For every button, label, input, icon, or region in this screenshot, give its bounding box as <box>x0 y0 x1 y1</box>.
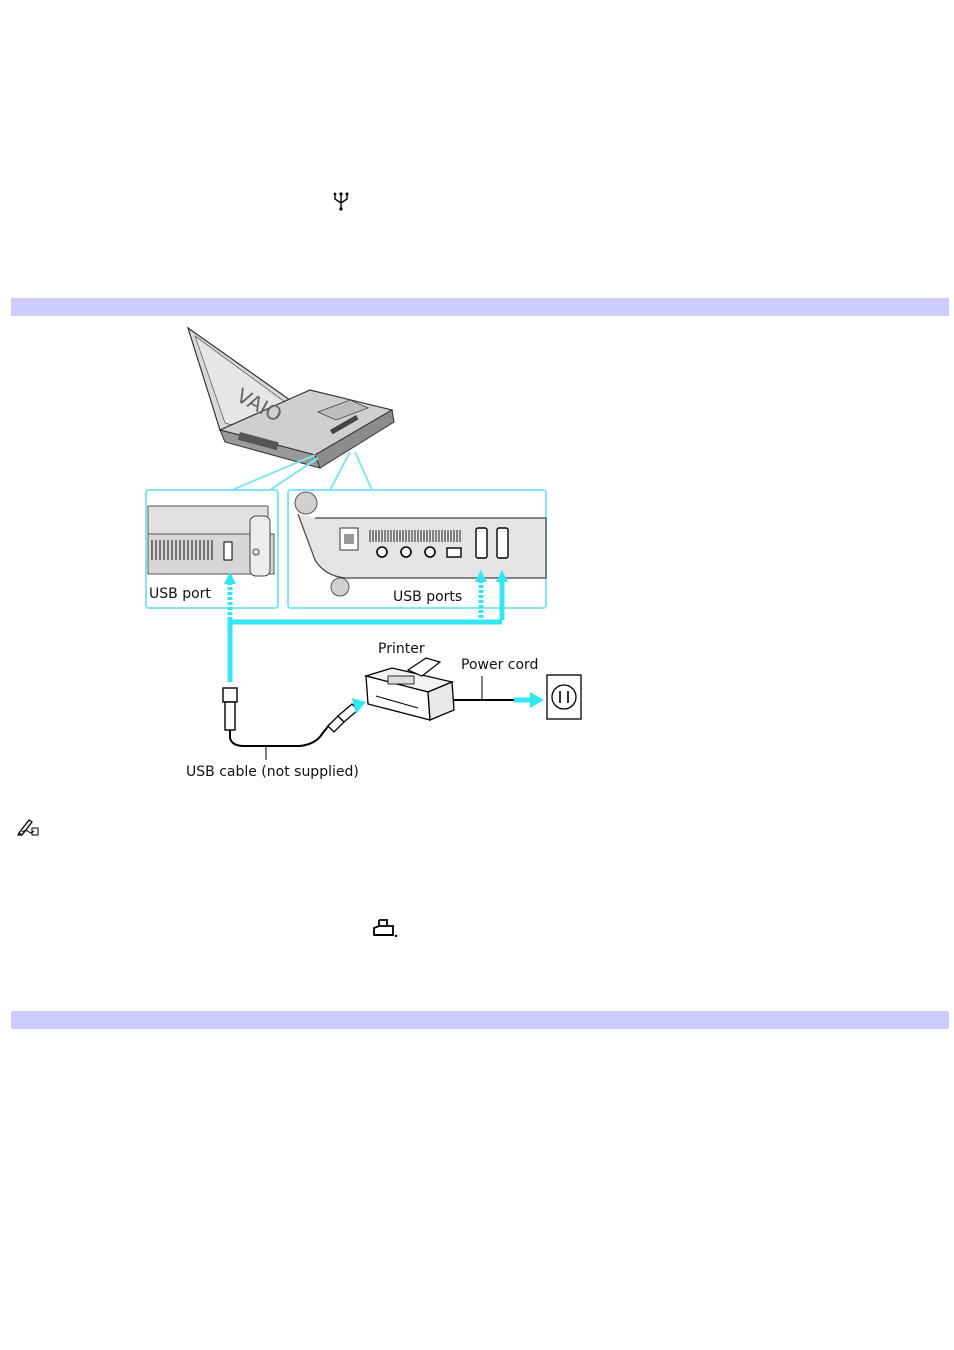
usb-ports-label: USB ports <box>393 589 462 605</box>
usb-icon <box>333 191 349 211</box>
power-cord: Power cord <box>454 657 544 708</box>
usb-port-label: USB port <box>149 586 211 602</box>
section-band-bottom <box>11 1011 949 1029</box>
usb-port-detail: USB port <box>146 490 278 608</box>
printer-label: Printer <box>378 641 425 657</box>
usb-cable-label: USB cable (not supplied) <box>186 764 359 780</box>
usb-ports-detail: USB ports <box>288 490 546 608</box>
note-pencil-icon <box>17 818 39 836</box>
usb-printer-diagram: VAIO USB port <box>140 320 590 790</box>
laptop-illustration: VAIO <box>188 328 394 468</box>
usb-cable: USB cable (not supplied) <box>186 688 366 780</box>
printer-illustration: Printer <box>366 641 454 720</box>
wall-outlet <box>547 675 581 719</box>
printer-icon <box>371 918 399 940</box>
power-cord-label: Power cord <box>461 657 538 673</box>
section-band-top <box>11 298 949 316</box>
